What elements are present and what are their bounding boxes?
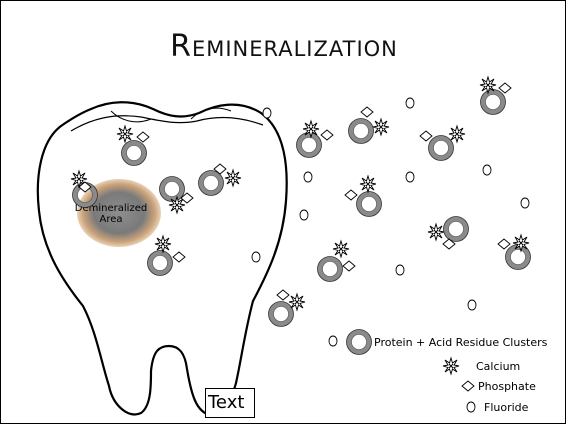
cluster-4 [420, 126, 465, 161]
diamond-icon [462, 381, 474, 391]
legend-fluoride-item: Fluoride [467, 401, 529, 414]
area-label-line2: Area [99, 214, 122, 225]
fluoride-particles [252, 98, 529, 310]
starburst-icon [443, 358, 459, 374]
cluster-8 [498, 235, 531, 270]
cluster-2 [349, 107, 390, 144]
cluster-6 [428, 217, 469, 250]
legend-protein-label: Protein + Acid Residue Clusters [374, 336, 548, 349]
cluster-5 [345, 176, 382, 217]
legend-protein-item: Protein + Acid Residue Clusters [329, 330, 548, 355]
legend: Protein + Acid Residue Clusters Calcium … [329, 330, 548, 415]
tooth-outline [38, 102, 287, 415]
legend-phosphate-item: Phosphate [462, 380, 536, 393]
text-placeholder-box[interactable]: Text [205, 388, 255, 418]
cluster-3 [480, 77, 511, 115]
small-circle-icon [467, 402, 475, 412]
cluster-1 [297, 121, 334, 158]
legend-phosphate-label: Phosphate [478, 380, 536, 393]
legend-fluoride-label: Fluoride [484, 401, 529, 414]
legend-calcium-label: Calcium [476, 360, 520, 373]
cluster-9 [269, 290, 306, 327]
cluster-7 [318, 241, 356, 282]
small-circle-icon [329, 336, 337, 346]
gray-ring-icon [347, 330, 372, 355]
legend-calcium-item: Calcium [443, 358, 520, 374]
